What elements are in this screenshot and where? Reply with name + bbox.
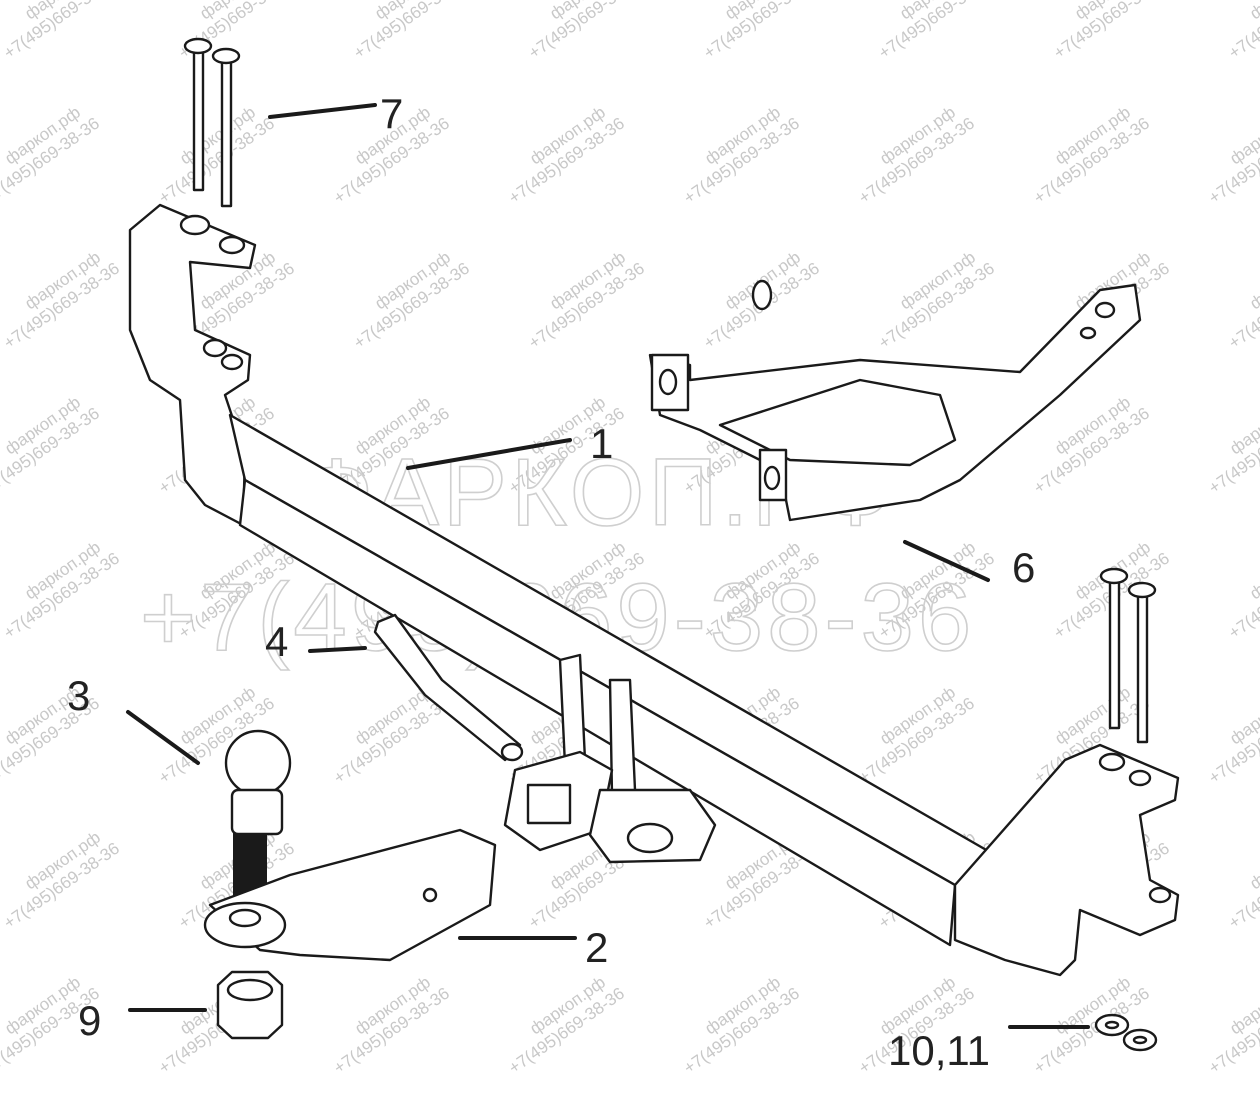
watermark-tile: фаркоп.рф+7(495)669-38-36	[875, 0, 998, 63]
callout-label: 6	[1012, 544, 1035, 591]
watermark-tile: фаркоп.рф+7(495)669-38-36	[0, 393, 103, 498]
tow-ball	[224, 729, 292, 897]
bolts-top-left	[183, 37, 241, 208]
callout-label: 10,11	[888, 1027, 990, 1074]
watermark-tile: фаркоп.рф+7(495)669-38-36	[1205, 103, 1260, 208]
watermark-tile: фаркоп.рф+7(495)669-38-36	[505, 103, 628, 208]
watermark-tile: фаркоп.рф+7(495)669-38-36	[330, 973, 453, 1078]
watermark-site: фаркоп.рф	[1246, 0, 1260, 23]
watermark-tile: фаркоп.рф+7(495)669-38-36	[875, 248, 998, 353]
watermark-tile: фаркоп.рф+7(495)669-38-36	[0, 0, 123, 63]
watermark-tile: фаркоп.рф+7(495)669-38-36	[1205, 683, 1260, 788]
watermark-tile: фаркоп.рф+7(495)669-38-36	[0, 828, 123, 933]
watermark-tile: фаркоп.рф+7(495)669-38-36	[1205, 393, 1260, 498]
watermark-tile: фаркоп.рф+7(495)669-38-36	[1050, 0, 1173, 63]
callout-label: 3	[67, 672, 90, 719]
watermark-tile: фаркоп.рф+7(495)669-38-36	[855, 103, 978, 208]
watermark-tile: фаркоп.рф+7(495)669-38-36	[155, 103, 278, 208]
watermark-tile: фаркоп.рф+7(495)669-38-36	[1225, 828, 1260, 933]
callout-label: 7	[380, 90, 403, 137]
washers	[1094, 1013, 1158, 1052]
watermark-tile: фаркоп.рф+7(495)669-38-36	[0, 538, 123, 643]
watermark-phone: +7(495)669-38-36	[350, 0, 473, 63]
watermark-site: фаркоп.рф	[1246, 538, 1260, 604]
watermark-tile: фаркоп.рф+7(495)669-38-36	[0, 103, 103, 208]
watermark-tile: фаркоп.рф+7(495)669-38-36	[525, 0, 648, 63]
callout-labels: 7 1 2 3 4 6 9 10,11	[67, 90, 1035, 1074]
watermark-tile: фаркоп.рф+7(495)669-38-36	[700, 0, 823, 63]
main-crossbar	[128, 203, 1180, 977]
callout-label: 4	[265, 618, 288, 665]
watermark-tile: фаркоп.рф+7(495)669-38-36	[680, 103, 803, 208]
watermark-tile: фаркоп.рф+7(495)669-38-36	[855, 683, 978, 788]
watermark-phone: +7(495)669-38-36	[525, 0, 648, 63]
watermark-tile: фаркоп.рф+7(495)669-38-36	[0, 248, 123, 353]
watermark-tile: фаркоп.рф+7(495)669-38-36	[350, 248, 473, 353]
watermark-tile: фаркоп.рф+7(495)669-38-36	[505, 973, 628, 1078]
watermark-phone: +7(495)669-38-36	[1050, 0, 1173, 63]
watermark-tile: фаркоп.рф+7(495)669-38-36	[1205, 973, 1260, 1078]
ball-mount	[203, 828, 497, 962]
callout-label: 2	[585, 924, 608, 971]
watermark-tile: фаркоп.рф+7(495)669-38-36	[1225, 0, 1260, 63]
watermark-tile: фаркоп.рф+7(495)669-38-36	[350, 0, 473, 63]
callout-label: 1	[590, 420, 613, 467]
watermark-tile: фаркоп.рф+7(495)669-38-36	[525, 248, 648, 353]
leader-lines	[126, 103, 1090, 1029]
watermark-tile: фаркоп.рф+7(495)669-38-36	[1225, 248, 1260, 353]
ball-nut	[216, 970, 284, 1040]
watermark-site: фаркоп.рф	[1246, 828, 1260, 894]
watermark-phone: +7(495)669-38-36	[700, 0, 823, 63]
watermark-tile: фаркоп.рф+7(495)669-38-36	[1030, 973, 1153, 1078]
bolts-right	[1099, 567, 1157, 744]
reinforcement-bracket	[648, 279, 1142, 522]
watermark-phone: +7(495)669-38-36	[875, 0, 998, 63]
watermark-tile: фаркоп.рф+7(495)669-38-36	[1225, 538, 1260, 643]
watermark-site: фаркоп.рф	[1246, 248, 1260, 314]
locking-pin	[373, 613, 524, 762]
watermark-phone: +7(495)669-38-36	[0, 0, 123, 63]
watermark-tile: фаркоп.рф+7(495)669-38-36	[1030, 103, 1153, 208]
watermark-tile: фаркоп.рф+7(495)669-38-36	[680, 973, 803, 1078]
callout-label: 9	[78, 997, 101, 1044]
